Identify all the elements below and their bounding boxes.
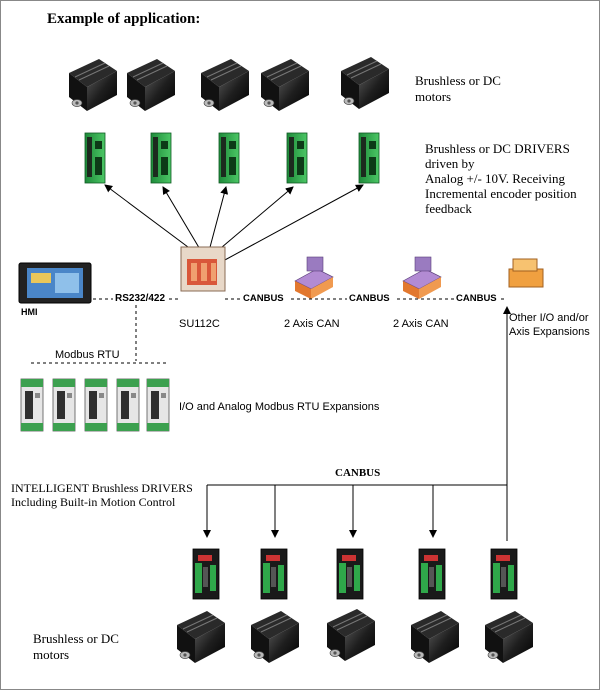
top-motor-5-icon: [340, 56, 390, 110]
rs232-label: RS232/422: [115, 293, 166, 304]
top-driver-5-icon: [358, 132, 380, 184]
top-motor-2-icon: [126, 58, 176, 112]
top-driver-2-icon: [150, 132, 172, 184]
intelligent-label-line1: INTELLIGENT Brushless DRIVERS: [11, 481, 193, 495]
bottom-motor-2-icon: [250, 610, 300, 664]
drivers-label: Brushless or DC DRIVERS driven by Analog…: [425, 141, 577, 216]
controller-to-driver-arrows: [104, 184, 364, 262]
smart-driver-2-icon: [260, 548, 288, 600]
bottom-motors-label-line1: Brushless or DC: [33, 631, 119, 646]
drivers-label-line5: feedback: [425, 201, 472, 216]
top-motors-label-line1: Brushless or DC: [415, 73, 501, 88]
intelligent-drivers-label: INTELLIGENT Brushless DRIVERS Including …: [11, 481, 193, 509]
drivers-label-line2: driven by: [425, 156, 475, 171]
bottom-motors-label: Brushless or DC motors: [33, 631, 119, 663]
other-io-label-line1: Other I/O and/or: [509, 312, 589, 324]
canbus-label-2: CANBUS: [349, 293, 390, 304]
other-io-module-icon: [508, 258, 544, 288]
bottom-motor-3-icon: [326, 608, 376, 662]
canbus-bottom-lines: [203, 306, 511, 541]
hmi-label: HMI: [21, 307, 38, 317]
top-driver-4-icon: [286, 132, 308, 184]
io-module-4-icon: [116, 378, 140, 432]
io-module-5-icon: [146, 378, 170, 432]
diagram-title: Example of application:: [47, 11, 201, 27]
bottom-motor-4-icon: [410, 610, 460, 664]
io-module-3-icon: [84, 378, 108, 432]
bus-lines: [31, 298, 507, 364]
bottom-motor-5-icon: [484, 610, 534, 664]
canbus-label-1: CANBUS: [243, 293, 284, 304]
io-expansions-label: I/O and Analog Modbus RTU Expansions: [179, 401, 380, 413]
smart-driver-5-icon: [490, 548, 518, 600]
modbus-rtu-label: Modbus RTU: [55, 349, 120, 361]
top-driver-1-icon: [84, 132, 106, 184]
can-module-2-icon: [402, 256, 442, 300]
top-motor-3-icon: [200, 58, 250, 112]
smart-driver-4-icon: [418, 548, 446, 600]
axis-can-label-1: 2 Axis CAN: [284, 318, 340, 330]
top-motor-1-icon: [68, 58, 118, 112]
io-module-1-icon: [20, 378, 44, 432]
smart-driver-3-icon: [336, 548, 364, 600]
intelligent-label-line2: Including Built-in Motion Control: [11, 495, 176, 509]
other-io-label: Other I/O and/or Axis Expansions: [509, 311, 590, 339]
su112c-controller-icon: [180, 246, 226, 292]
drivers-label-line3: Analog +/- 10V. Receiving: [425, 171, 565, 186]
canbus-bottom-label: CANBUS: [335, 467, 381, 479]
hmi-panel-icon: [18, 262, 92, 304]
top-driver-3-icon: [218, 132, 240, 184]
other-io-label-line2: Axis Expansions: [509, 326, 590, 338]
bottom-motor-1-icon: [176, 610, 226, 664]
su112c-label: SU112C: [179, 318, 220, 330]
io-module-2-icon: [52, 378, 76, 432]
can-module-1-icon: [294, 256, 334, 300]
top-motors-label: Brushless or DC motors: [415, 73, 501, 105]
smart-driver-1-icon: [192, 548, 220, 600]
axis-can-label-2: 2 Axis CAN: [393, 318, 449, 330]
bottom-motors-label-line2: motors: [33, 647, 70, 662]
drivers-label-line4: Incremental encoder position: [425, 186, 577, 201]
top-motor-4-icon: [260, 58, 310, 112]
canbus-label-3: CANBUS: [456, 293, 497, 304]
drivers-label-line1: Brushless or DC DRIVERS: [425, 141, 570, 156]
top-motors-label-line2: motors: [415, 89, 452, 104]
